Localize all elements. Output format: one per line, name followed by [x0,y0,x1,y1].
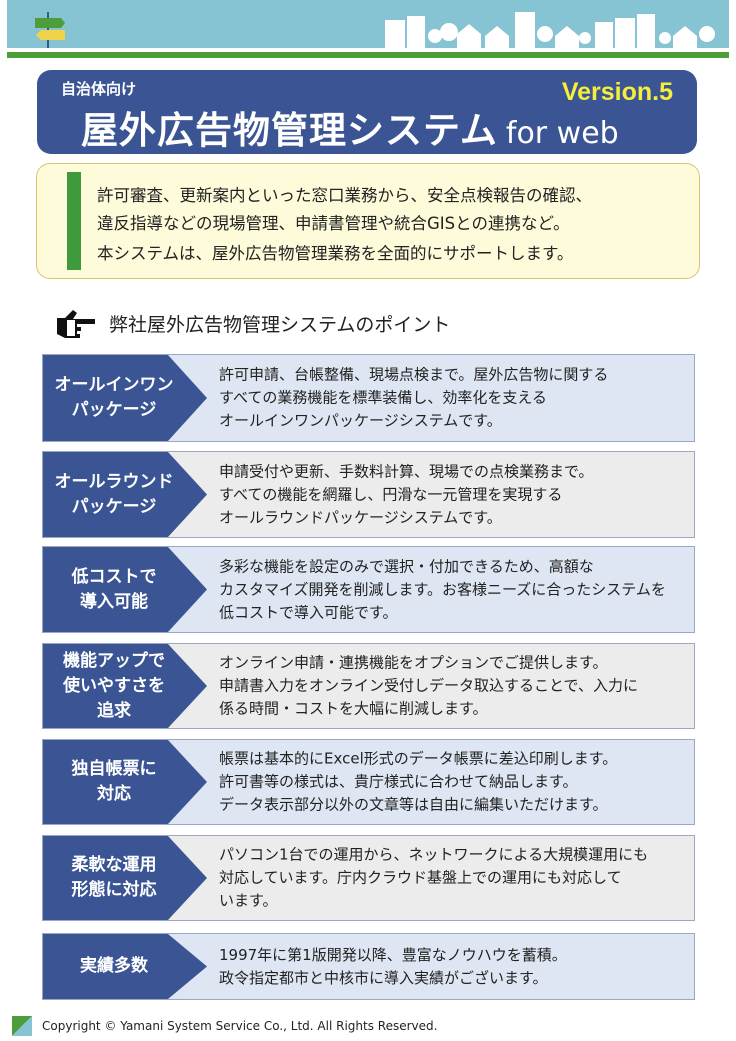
title-subtitle: 自治体向け [61,80,137,98]
header-banner [7,0,729,58]
intro-line: 本システムは、屋外広告物管理業務を全面的にサポートします。 [97,244,574,263]
point-label: オールインワン パッケージ [43,355,207,441]
intro-line: 違反指導などの現場管理、申請書管理や統合GISとの連携など。 [97,214,570,233]
point-row: オールインワン パッケージ許可申請、台帳整備、現場点検まで。屋外広告物に関する … [42,354,695,442]
point-label-text: 低コストで 導入可能 [71,566,157,612]
accent-bar [67,172,81,270]
point-label: 実績多数 [43,934,207,999]
point-description: オンライン申請・連携機能をオプションでご提供します。 申請書入力をオンライン受付… [219,653,638,718]
point-row: 実績多数 1997年に第1版開発以降、豊富なノウハウを蓄積。 政令指定都市と中核市… [42,933,695,1000]
logo-square-icon [12,1016,32,1036]
point-description: 許可申請、台帳整備、現場点検まで。屋外広告物に関する すべての業務機能を標準装備… [219,365,609,430]
section-heading: 弊社屋外広告物管理システムのポイント [55,308,450,338]
point-label-text: オールインワン パッケージ [54,375,174,420]
point-label: 独自帳票に 対応 [43,740,207,824]
intro-line: 許可審査、更新案内といった窓口業務から、安全点検報告の確認、 [97,186,592,205]
cityscape-icon [385,12,715,48]
point-row: 機能アップで 使いやすさを 追求オンライン申請・連携機能をオプションでご提供しま… [42,643,695,729]
point-row: オールラウンド パッケージ申請受付や更新、手数料計算、現場での点検業務まで。 す… [42,451,695,538]
point-row: 低コストで 導入可能 多彩な機能を設定のみで選択・付加できるため、高額な カスタマ… [42,546,695,633]
point-description: 多彩な機能を設定のみで選択・付加できるため、高額な カスタマイズ開発を削減します… [219,557,666,621]
version-label: Version.5 [561,78,673,106]
green-divider [7,52,729,58]
pointing-hand-icon [57,310,95,338]
copyright: Copyright © Yamani System Service Co., L… [42,1019,438,1033]
point-label-text: 機能アップで 使いやすさを 追求 [63,650,165,721]
point-label-text: 柔軟な運用 形態に対応 [71,855,157,900]
point-label-text: 独自帳票に 対応 [71,759,157,804]
point-description: 帳票は基本的にExcel形式のデータ帳票に差込印刷します。 許可書等の様式は、貴… [219,749,618,814]
point-row: 独自帳票に 対応 帳票は基本的にExcel形式のデータ帳票に差込印刷します。 許可… [42,739,695,825]
point-label-text: 実績多数 [80,956,148,976]
point-label: オールラウンド パッケージ [43,452,207,537]
footer: Copyright © Yamani System Service Co., L… [12,1016,437,1036]
intro-box: 許可審査、更新案内といった窓口業務から、安全点検報告の確認、 違反指導などの現場… [36,163,700,279]
title-suffix: for web [505,116,619,151]
section-title: 弊社屋外広告物管理システムのポイント [109,313,451,336]
point-label: 機能アップで 使いやすさを 追求 [43,644,207,728]
title-text: 屋外広告物管理システム [81,109,498,152]
divider [7,48,729,52]
point-description: パソコン1台での運用から、ネットワークによる大規模運用にも 対応しています。庁内… [219,845,649,910]
signpost-icon [35,12,65,58]
point-description: 1997年に第1版開発以降、豊富なノウハウを蓄積。 政令指定都市と中核市に導入実… [219,945,567,987]
point-label-text: オールラウンド パッケージ [54,471,174,517]
point-row: 柔軟な運用 形態に対応 パソコン1台での運用から、ネットワークによる大規模運用にも… [42,835,695,921]
point-label: 柔軟な運用 形態に対応 [43,836,207,920]
point-description: 申請受付や更新、手数料計算、現場での点検業務まで。 すべての機能を網羅し、円滑な… [219,462,594,526]
point-label: 低コストで 導入可能 [43,547,207,632]
